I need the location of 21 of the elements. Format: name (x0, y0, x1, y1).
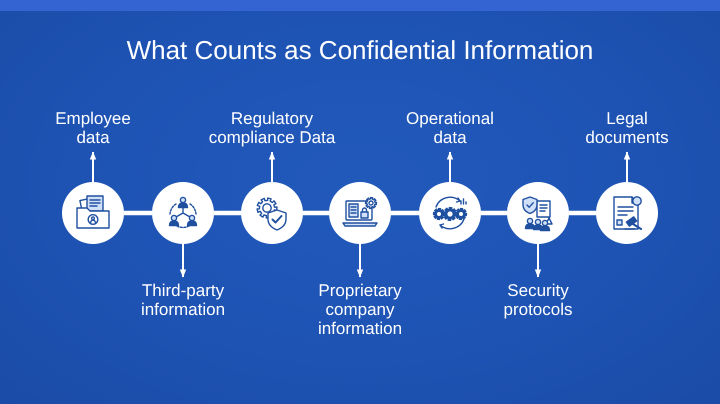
arrow (90, 152, 96, 182)
connector-line (391, 210, 419, 216)
connector-line (481, 210, 507, 216)
arrow (356, 244, 364, 278)
connector-line (214, 210, 241, 216)
category-label: Regulatory compliance Data (208, 109, 336, 147)
category-label: Proprietary company information (316, 281, 404, 338)
category-label: Legal documents (584, 109, 670, 147)
category-label: Security protocols (502, 281, 574, 319)
arrow (534, 244, 542, 278)
title: What Counts as Confidential Information (126, 34, 594, 66)
arrow (268, 152, 276, 182)
arrow (624, 152, 630, 182)
arrow (446, 152, 454, 182)
connector-line (303, 210, 329, 216)
category-label: Employee data (54, 109, 132, 147)
category-label: Operational data (405, 109, 495, 147)
category-label: Third-party information (140, 281, 226, 319)
connector-line (569, 210, 596, 216)
arrow (180, 244, 186, 278)
connector-line (124, 210, 152, 216)
